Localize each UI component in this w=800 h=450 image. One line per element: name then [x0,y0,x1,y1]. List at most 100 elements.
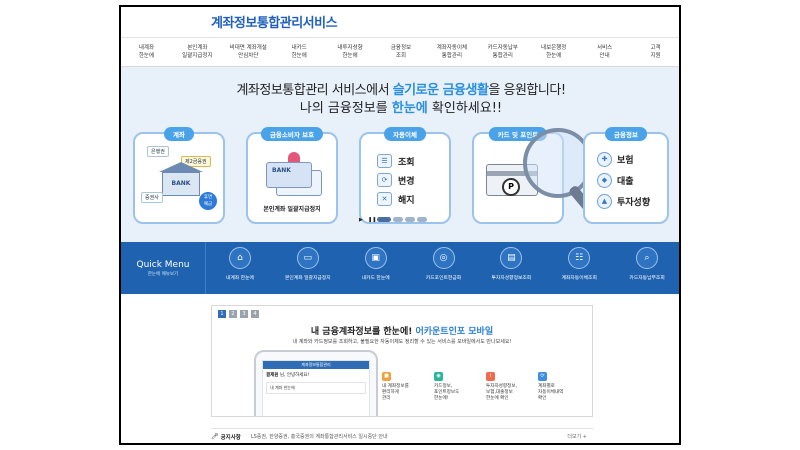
label-securities: 증권사 [141,192,163,203]
alarm-light-icon [288,152,300,162]
nav-insurance[interactable]: 내보은행정 한눈에 [541,45,567,59]
quick-point-cash[interactable]: ◎ 카드포인트현금화 [410,242,478,294]
promo-page-2[interactable]: 2 [229,310,237,318]
promo-title-pre: 내 금융계좌정보를 한눈에! [310,327,416,337]
notice-bar: 🎤︎ 공지사항 LS증권, 한양증권, 흥국증권의 계좌통합관리서비스 일시중단… [211,428,593,443]
feature-investor-info-text: 투자자성향정보, 보험,대출정보 한눈에 확인 [486,384,518,401]
quick-payment-suspension[interactable]: ▭ 본인계좌 일괄지급정지 [274,242,342,294]
info-icon: i [486,372,495,381]
notice-more-link[interactable]: 더보기 + [567,434,587,440]
quick-my-accounts-label: 내계좌 한눈에 [225,276,254,281]
bankbook-icon: BANK [266,162,312,188]
hero-headline-1-pre: 계좌정보통합관리 서비스에서 [236,83,393,98]
card-account[interactable]: 계좌 은행권 제2금융권 BANK 증권사 휴면 예금 [133,127,225,224]
slider-dot-3[interactable] [405,217,415,222]
eye-icon: ◉ [434,372,443,381]
slider-dot-1[interactable] [377,217,391,222]
hero-cards: 계좌 은행권 제2금융권 BANK 증권사 휴면 예금 금융소비자 보호 BAN… [131,127,671,232]
quick-point-cash-label: 카드포인트현금화 [425,276,462,281]
nav-investment-profile[interactable]: 내투자성향 한눈에 [337,45,363,59]
quick-payment-suspension-label: 본인계좌 일괄지급정지 [284,276,331,281]
nav-payment-suspension[interactable]: 본인계좌 일괄지급정지 [182,45,213,59]
hero-headline-2-post: 확인하세요!! [427,101,503,116]
auto-item-cancel[interactable]: ✕ 해지 [377,192,415,206]
nav-customer-support[interactable]: 고객 지원 [650,45,661,59]
quick-investor-profile[interactable]: ▤ 투자자성향정보조회 [477,242,545,294]
car-icon: ◆ [597,173,612,188]
notice-label: 공지사항 [220,434,241,441]
feature-auto-transfer-text: 계좌별로 자동이체내역 확인 [538,384,564,401]
document-icon: ☷ [568,247,591,269]
feature-card-points: ◉ 카드정보, 포인트정보도 한눈에! [434,372,482,402]
shield-icon: ✚ [597,152,612,167]
quick-menu-title: Quick Menu [136,259,190,270]
cancel-icon: ✕ [377,192,392,206]
finance-item-loan[interactable]: ◆ 대출 [597,173,650,188]
label-dormant-deposit: 휴면 예금 [199,192,217,210]
sync-icon: ⟳ [538,372,547,381]
auto-item-cancel-label: 해지 [398,195,415,206]
nav-card-auto-payment[interactable]: 카드자동납부 통합관리 [487,45,518,59]
auto-item-change-label: 변경 [398,176,415,187]
card-consumer-title: 금융소비자 보호 [260,127,324,141]
feature-account-manage: ■ 내 계좌정보를 편리하게 관리 [382,372,430,402]
hero-headline-2: 나의 금융정보를 한눈에 확인하세요!! [121,97,679,116]
hero-slider-controls: ▶ ❚❚ [359,212,427,227]
promo-subtitle: 내 계좌와 카드정보를 조회하고, 불필요한 자동이체도 정리할 수 있는 서비… [292,339,512,345]
quick-card-auto-payment-label: 카드자동납부조회 [629,276,665,281]
auto-item-change[interactable]: ⟳ 변경 [377,173,415,187]
card-consumer-protection[interactable]: 금융소비자 보호 BANK 본인계좌 일괄지급정지 [246,127,338,224]
auto-item-lookup-label: 조회 [398,157,415,168]
feature-card-points-text: 카드정보, 포인트정보도 한눈에! [434,384,460,401]
slider-dot-2[interactable] [393,217,403,222]
nav-service-guide[interactable]: 서비스 안내 [597,45,613,59]
nav-nonface-account-block[interactable]: 비대면 계좌개설 안심차단 [229,45,267,59]
promo-features: ■ 내 계좌정보를 편리하게 관리 ◉ 카드정보, 포인트정보도 한눈에! i … [382,372,586,402]
phone-user-name: 결제원 [266,373,279,378]
label-banks: 은행권 [147,146,169,157]
card-consumer-caption: 본인계좌 일괄지급정지 [263,206,321,213]
card-auto-title: 자동이체 [384,127,426,141]
promo-page-3[interactable]: 3 [240,310,248,318]
card-financial-info[interactable]: 금융정보 ✚ 보험 ◆ 대출 ▲ 투자성향 [583,127,669,224]
promo-page-4[interactable]: 4 [251,310,259,318]
quick-menu-subtitle: 한눈에 메뉴보기 [147,271,179,277]
quick-card-auto-payment[interactable]: ⌕ 카드자동납부조회 [613,242,679,294]
nav-my-cards[interactable]: 내카드 한눈에 [291,45,307,59]
feature-account-manage-text: 내 계좌정보를 편리하게 관리 [382,384,409,401]
hero-headline-1-post: 을 응원합니다! [488,83,566,98]
quick-my-cards-label: 내카드 한눈에 [361,276,390,281]
nav-auto-transfer[interactable]: 계좌자동이체 통합관리 [436,45,468,59]
play-icon[interactable]: ▶ [359,216,363,223]
promo-title: 내 금융계좌정보를 한눈에! 어카운트인포 모바일 [212,324,592,337]
promo-pagination: 1 2 3 4 [218,310,259,318]
finance-item-insurance[interactable]: ✚ 보험 [597,152,650,167]
hero-highlight-2: 한눈에 [391,101,428,116]
search-icon: ⌕ [636,247,659,269]
card-account-title: 계좌 [164,127,194,141]
nav-financial-info[interactable]: 금융정보 조회 [390,45,412,59]
auto-item-lookup[interactable]: ☰ 조회 [377,154,415,168]
notice-text[interactable]: LS증권, 한양증권, 흥국증권의 계좌통합관리서비스 일시중단 안내 [250,434,388,440]
quick-menu: Quick Menu 한눈에 메뉴보기 ⌂ 내계좌 한눈에 ▭ 본인계좌 일괄지… [121,242,679,294]
quick-my-accounts[interactable]: ⌂ 내계좌 한눈에 [206,242,274,294]
mobile-promo-banner: 1 2 3 4 내 금융계좌정보를 한눈에! 어카운트인포 모바일 내 계좌와 … [211,305,593,417]
finance-item-investment-label: 투자성향 [617,198,651,208]
card-finance-title: 금융정보 [605,127,647,141]
site-logo[interactable]: 계좌정보통합관리서비스 [211,16,338,31]
monitor-icon: ▤ [500,247,523,269]
finance-item-insurance-label: 보험 [617,156,634,166]
promo-page-1[interactable]: 1 [218,310,226,318]
finance-item-investment[interactable]: ▲ 투자성향 [597,194,650,209]
card-auto-transfer[interactable]: 자동이체 ☰ 조회 ⟳ 변경 ✕ 해지 [359,127,451,224]
phone-greeting: 결제원 님, 안녕하세요! [263,369,369,379]
slider-dot-4[interactable] [417,217,427,222]
nav-my-accounts[interactable]: 내계좌 한눈에 [138,45,155,59]
microphone-icon: 🎤︎ [211,433,219,440]
quick-my-cards[interactable]: ▣ 내카드 한눈에 [342,242,410,294]
wallet-icon: ■ [382,372,391,381]
quick-auto-transfer[interactable]: ☷ 계좌자동이체조회 [545,242,613,294]
phone-app-bar: 계좌정보통합관리 [263,361,369,369]
top-navigation: 내계좌 한눈에 본인계좌 일괄지급정지 비대면 계좌개설 안심차단 내카드 한눈… [121,37,679,67]
pause-icon[interactable]: ❚❚ [368,216,377,223]
